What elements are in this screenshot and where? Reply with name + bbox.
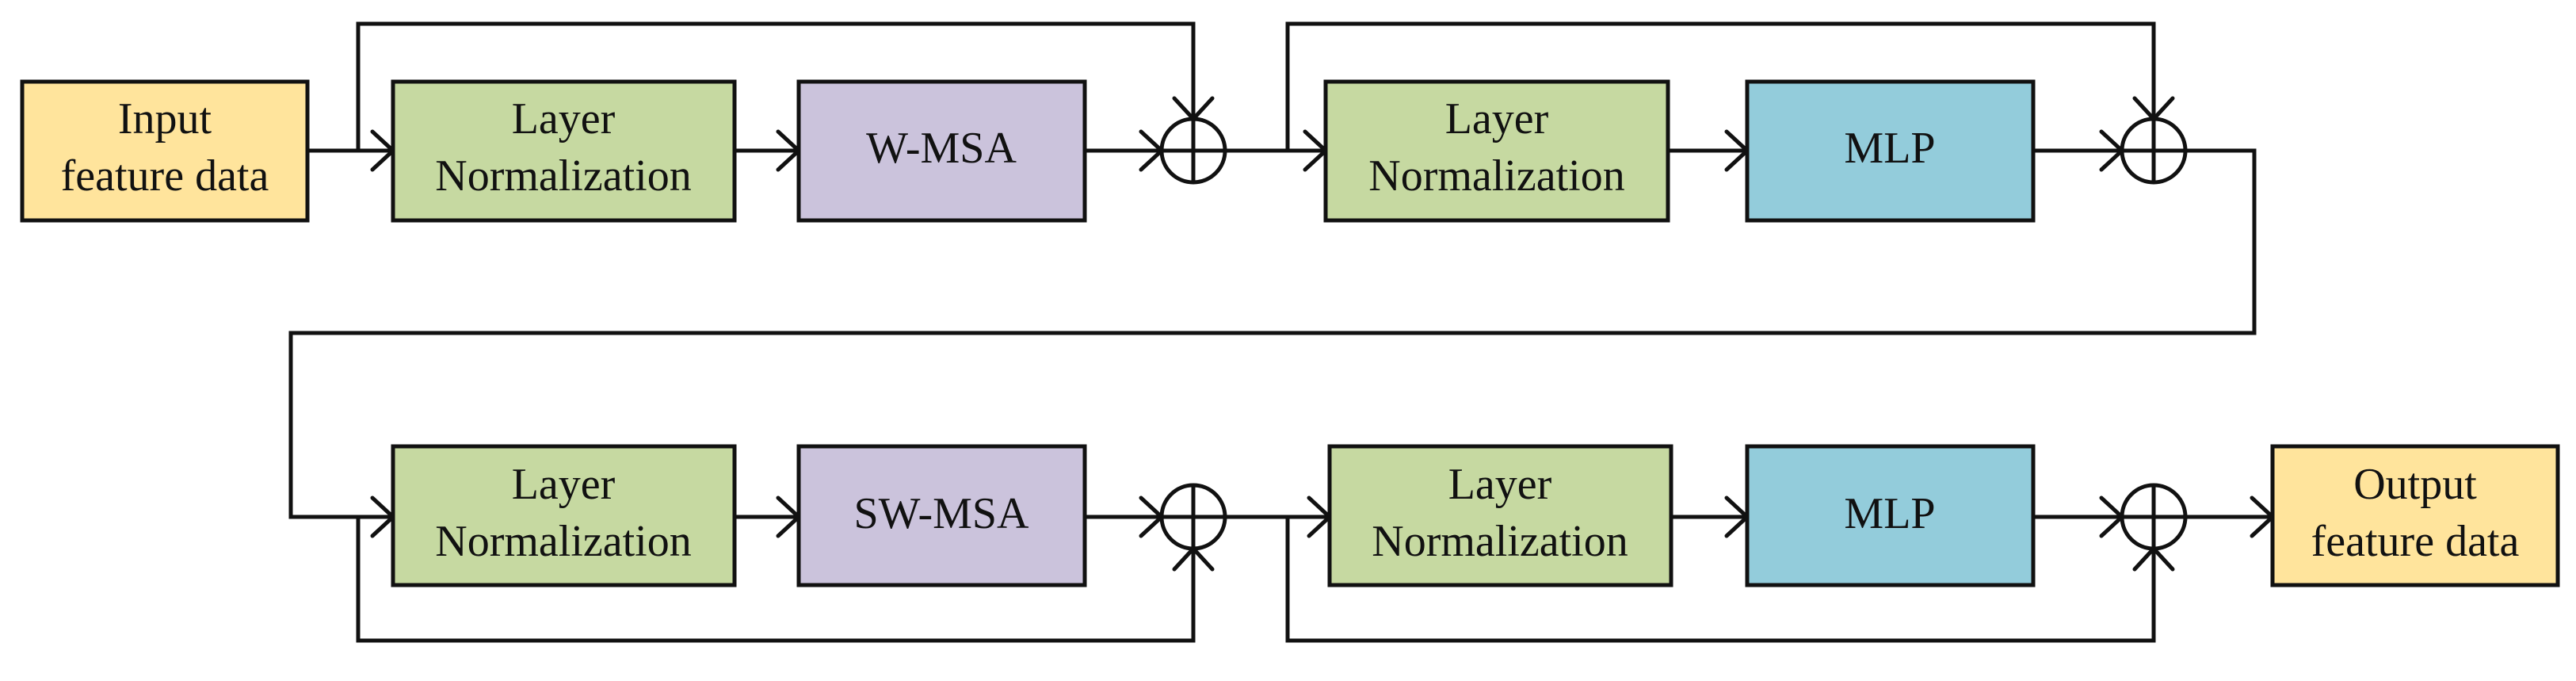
input-label-line2: feature data — [61, 151, 269, 201]
ln1-label-line1: Layer — [512, 94, 616, 143]
layer-normalization-block-2: Layer Normalization — [1323, 79, 1670, 223]
skip-connection-2 — [1285, 21, 2156, 151]
output-label-line1: Output — [2353, 460, 2477, 509]
skip-connection-1 — [356, 21, 1196, 151]
input-label-line1: Input — [118, 94, 212, 143]
layer-normalization-block-1: Layer Normalization — [391, 79, 737, 223]
layer-normalization-block-3: Layer Normalization — [391, 444, 737, 587]
add-1-icon — [1159, 117, 1227, 185]
skip-connection-4 — [1285, 517, 2156, 643]
add-4-icon — [2120, 483, 2188, 551]
ln2-label-line1: Layer — [1445, 94, 1549, 143]
mlp-block-2: MLP — [1745, 444, 2036, 587]
wmsa-label: W-MSA — [866, 124, 1017, 173]
w-msa-block: W-MSA — [796, 79, 1087, 223]
ln3-label-line1: Layer — [512, 460, 616, 509]
ln4-label-line1: Layer — [1448, 460, 1552, 509]
ln3-label-line2: Normalization — [435, 517, 691, 566]
swmsa-label: SW-MSA — [854, 489, 1029, 538]
mlp1-label: MLP — [1844, 124, 1935, 173]
mlp-block-1: MLP — [1745, 79, 2036, 223]
output-label-line2: feature data — [2311, 517, 2520, 566]
skip-connection-3 — [356, 517, 1196, 643]
connectors — [288, 21, 2273, 643]
input-block: Input feature data — [20, 79, 310, 223]
edge-row1-to-row2 — [288, 148, 2257, 519]
output-block: Output feature data — [2270, 444, 2560, 587]
ln4-label-line2: Normalization — [1372, 517, 1628, 566]
sw-msa-block: SW-MSA — [796, 444, 1087, 587]
add-2-icon — [2120, 117, 2188, 185]
add-3-icon — [1159, 483, 1227, 551]
ln1-label-line2: Normalization — [435, 151, 691, 201]
layer-normalization-block-4: Layer Normalization — [1327, 444, 1673, 587]
ln2-label-line2: Normalization — [1368, 151, 1624, 201]
mlp2-label: MLP — [1844, 489, 1935, 538]
